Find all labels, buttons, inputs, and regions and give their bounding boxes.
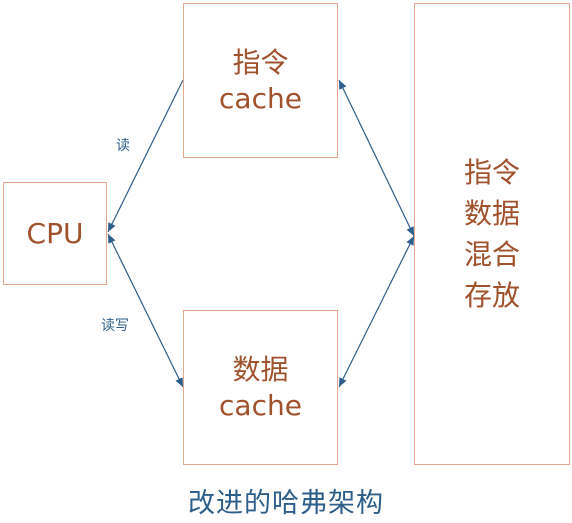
arrow-icache-to-cpu [107,79,184,233]
arrow-cpu-dcache [107,233,184,388]
arrow-icache-memory [338,79,415,237]
arrow-dcache-memory [338,235,415,388]
instruction-cache-box: 指令 cache [183,3,338,158]
diagram-caption: 改进的哈弗架构 [188,488,384,519]
data-cache-line1: 数据 [232,352,289,386]
data-cache-line2: cache [219,388,302,422]
memory-box: 指令 数据 混合 存放 [414,3,570,465]
instruction-cache-line2: cache [219,81,302,115]
edge-label-read: 读 [116,138,130,154]
instruction-cache-line1: 指令 [232,45,289,79]
edge-label-read-write: 读写 [101,318,129,334]
memory-line-4: 存放 [463,279,520,312]
memory-line-1: 指令 [463,156,520,189]
memory-line-2: 数据 [463,197,520,230]
data-cache-box: 数据 cache [183,310,338,465]
cpu-box: CPU [3,182,107,285]
memory-line-3: 混合 [463,238,520,271]
cpu-label: CPU [26,216,84,250]
